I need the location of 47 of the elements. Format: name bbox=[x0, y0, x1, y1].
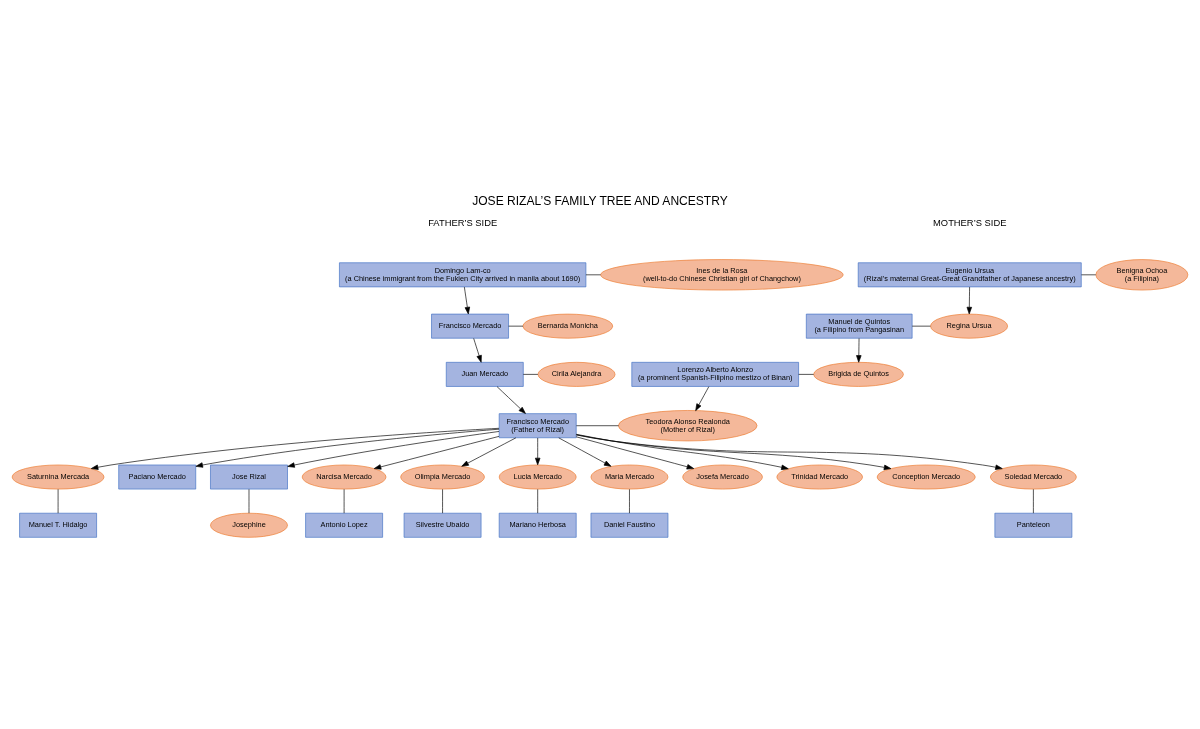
node-box: Paciano Mercado bbox=[118, 464, 197, 489]
node-ellipse: Olimpia Mercado bbox=[400, 464, 485, 489]
arrow bbox=[90, 427, 500, 470]
node-box: Juan Mercado bbox=[445, 361, 524, 387]
arrow bbox=[496, 385, 526, 414]
node-box: Lorenzo Alberto Alonzo (a prominent Spanish-Filipino mestizo of Binan) bbox=[631, 361, 799, 387]
node-ellipse: Cirila Alejandra bbox=[537, 361, 616, 387]
arrow bbox=[287, 430, 500, 468]
node-box: Antonio Lopez bbox=[305, 512, 383, 538]
node-ellipse: Ines de la Rosa (well-to-do Chinese Christian girl of Changchow) bbox=[600, 258, 844, 290]
node-box: Domingo Lam-co (a Chinese immigrant from the Fukien City arrived in manila about 1690) bbox=[339, 261, 587, 287]
arrow bbox=[461, 437, 517, 467]
arrow bbox=[535, 437, 541, 465]
node-box: Manuel T. Hidalgo bbox=[19, 512, 97, 538]
node-ellipse: Bernarda Monicha bbox=[522, 313, 614, 339]
arrow bbox=[373, 435, 500, 470]
node-box: Mariano Herbosa bbox=[498, 512, 577, 538]
arrow bbox=[575, 433, 789, 470]
node-box: Silvestre Ubaldo bbox=[403, 512, 482, 538]
arrow bbox=[464, 286, 470, 314]
node-box: Francisco Mercado bbox=[431, 313, 509, 339]
node-box: Daniel Faustino bbox=[590, 512, 669, 538]
node-ellipse: Lucia Mercado bbox=[498, 464, 577, 489]
arrow bbox=[966, 286, 972, 314]
node-box: Panteleon bbox=[994, 512, 1073, 538]
node-box: Francisco Mercado (Father of Rizal) bbox=[498, 412, 577, 438]
node-ellipse: Maria Mercado bbox=[590, 464, 669, 489]
label: MOTHER’S SIDE bbox=[933, 217, 1007, 228]
arrow bbox=[695, 385, 710, 411]
arrow bbox=[575, 435, 695, 469]
node-ellipse: Teodora Alonso Realonda (Mother of Rizal) bbox=[618, 409, 758, 441]
node-box: Jose Rizal bbox=[210, 464, 288, 489]
arrow bbox=[576, 433, 892, 470]
diagram-title: JOSE RIZAL’S FAMILY TREE AND ANCESTRY bbox=[472, 193, 728, 208]
node-ellipse: Regina Ursua bbox=[930, 313, 1008, 339]
node-box: Eugenio Ursua (Rizal’s maternal Great-Great Grandfather of Japanese ancestry) bbox=[857, 261, 1082, 287]
arrow bbox=[576, 434, 1003, 470]
arrow bbox=[558, 437, 612, 467]
arrow bbox=[195, 428, 500, 468]
node-ellipse: Josephine bbox=[210, 512, 288, 538]
node-box: Manuel de Quintos (a Filipino from Pangasinan bbox=[805, 313, 913, 339]
arrow bbox=[473, 337, 482, 363]
connector bbox=[629, 488, 630, 513]
label: FATHER’S SIDE bbox=[428, 217, 498, 228]
node-ellipse: Benigna Ochoa (a Filipina) bbox=[1095, 258, 1189, 290]
arrow bbox=[856, 337, 862, 363]
node-ellipse: Brigida de Quintos bbox=[813, 361, 904, 387]
